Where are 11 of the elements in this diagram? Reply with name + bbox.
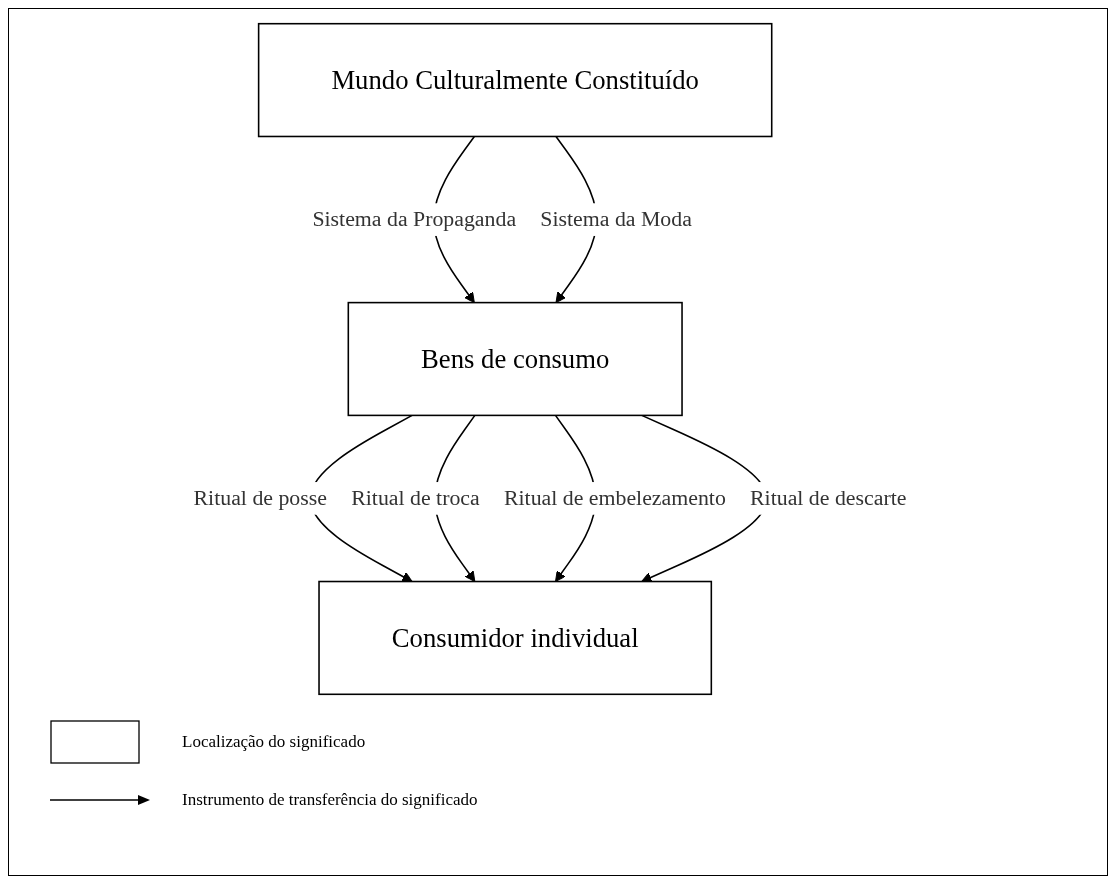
edge-label: Ritual de posse	[193, 485, 327, 510]
edge-label: Ritual de troca	[351, 485, 480, 510]
edge-label: Ritual de embelezamento	[503, 485, 726, 510]
edge-label: Sistema da Moda	[540, 206, 692, 232]
legend-text: Instrumento de transferência do significado	[182, 790, 478, 810]
node-box: Mundo Culturalmente Constituído	[257, 22, 773, 138]
legend-text: Localização do significado	[182, 732, 366, 752]
edge-label: Ritual de descarte	[750, 485, 907, 510]
node-box: Consumidor individual	[318, 580, 713, 696]
node-box: Bens de consumo	[347, 301, 683, 417]
edge-label: Sistema da Propaganda	[312, 206, 517, 232]
